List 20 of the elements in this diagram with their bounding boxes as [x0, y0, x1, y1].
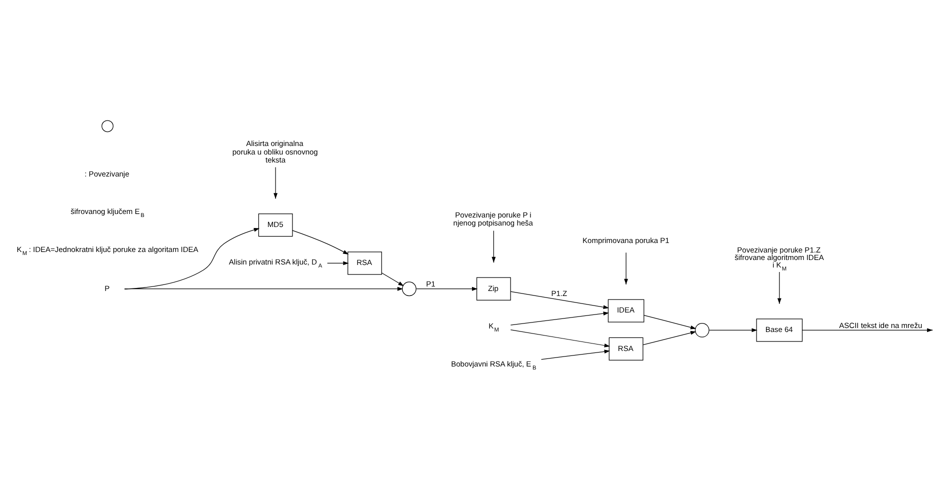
arrow — [776, 272, 781, 304]
arrow — [124, 286, 403, 291]
arrow — [491, 230, 496, 263]
arrow — [510, 291, 608, 310]
arrow — [380, 272, 404, 286]
arrow — [624, 252, 628, 284]
node-circle — [401, 282, 416, 296]
arrow — [540, 350, 610, 360]
arrow — [510, 329, 610, 348]
arrow — [273, 166, 278, 199]
arrow — [292, 230, 348, 254]
arrow — [510, 312, 608, 326]
arrow — [416, 286, 478, 291]
arrow — [642, 330, 696, 346]
arrow — [643, 314, 696, 330]
node-circle — [694, 322, 709, 338]
arrow — [708, 328, 757, 332]
arrow — [326, 261, 348, 266]
arrow — [801, 328, 932, 332]
arrow — [124, 228, 260, 290]
